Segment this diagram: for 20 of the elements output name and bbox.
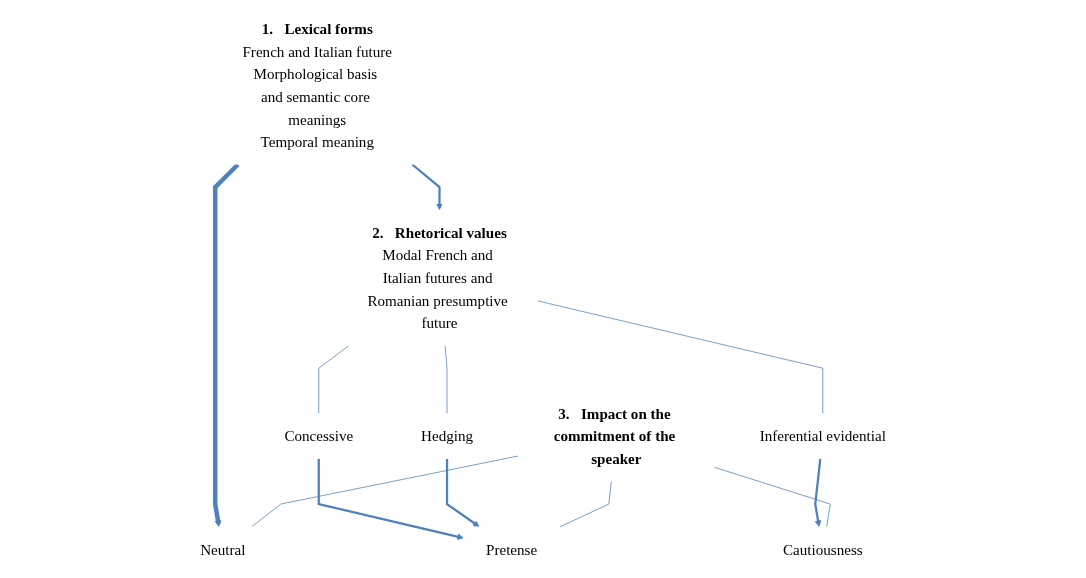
connector: [559, 481, 612, 528]
node-text: Inferential evidential: [759, 427, 886, 445]
node-text: Pretense: [486, 541, 538, 558]
node-text: Neutral: [200, 541, 246, 558]
arrow: [212, 162, 240, 527]
arrow: [317, 458, 464, 540]
node-text: Hedging: [421, 427, 474, 445]
node-text: 1. Lexical forms French and Italian future Morphological basis and semantic core meanings Temporal meaning: [242, 20, 393, 151]
arrow: [411, 163, 443, 211]
connector: [318, 345, 350, 414]
arrow: [814, 458, 822, 527]
connector: [444, 345, 448, 414]
connector: [714, 466, 831, 528]
arrow: [445, 458, 480, 527]
node-text: 3. Impact on the commitment of the speaker: [553, 405, 676, 468]
node-text: Concessive: [284, 427, 354, 445]
node-text: 2. Rhetorical values Modal French and Italian futures and Romanian presumptive future: [367, 224, 508, 332]
connector: [251, 455, 519, 528]
connector: [537, 300, 824, 414]
node-text: Cautiousness: [782, 541, 863, 558]
